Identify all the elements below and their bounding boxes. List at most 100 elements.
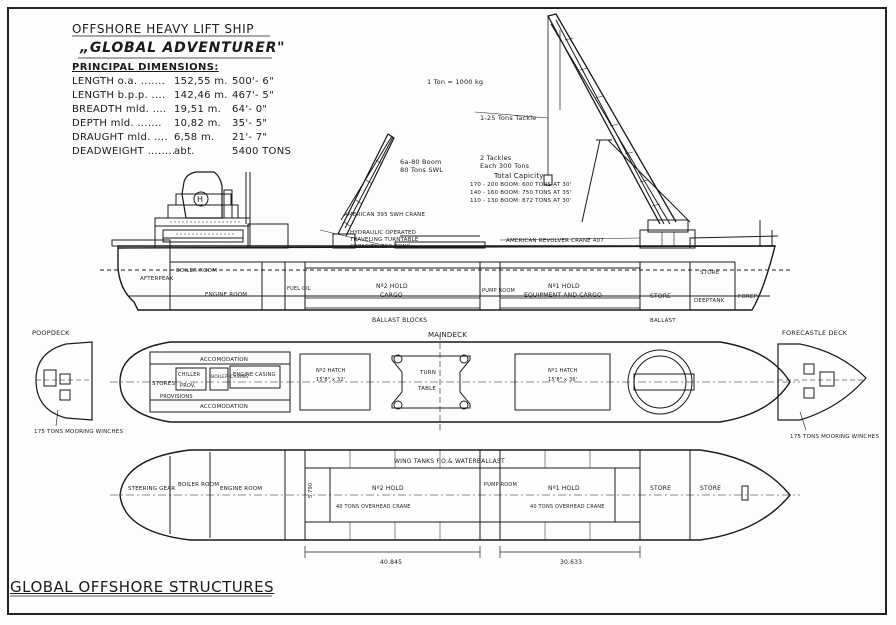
hydraulic-label-3: CAPACITY: 250 TONS [350,244,411,250]
dimension-vertical: 5.790 [308,483,314,498]
cargo-label: CARGO [380,292,403,299]
dimension-imperial: 467'- 5" [232,90,274,101]
no1-hatch-dims: 15'8" x 36' [548,377,577,383]
american-395-label: AMERICAN 395 SWH CRANE [344,212,425,218]
ship-type-title: OFFSHORE HEAVY LIFT SHIP [72,22,255,36]
engine-casing-label: ENGINE CASING [233,372,276,378]
dimension-left: 40.845 [380,559,402,566]
dimension-label: DEADWEIGHT ........ [72,146,176,157]
funnel-mark: H [197,195,203,204]
ballast-label: BALLAST [650,318,676,324]
poopdeck-plan [35,341,93,427]
mooring-fwd-label: 175 TONS MOORING WINCHES [790,434,879,440]
no2-hold-plan-label: Nº2 HOLD [372,485,404,492]
pump-plan-label: PUMP ROOM [484,482,517,488]
wing-tanks-label: WING TANKS F.O.& WATERBALLAST [394,458,505,465]
dimension-metric: 19,51 m. [174,104,222,115]
boiler-casing-label: BOILER CASING [211,374,249,380]
no1-hold-label: Nº1 HOLD [548,283,580,290]
dimension-label: DEPTH mld. ....... [72,118,162,129]
dimension-metric: abt. [174,146,195,157]
forecastle-plan [777,343,867,431]
engine-room-label: ENGINE ROOM [205,292,247,298]
hydraulic-label-1: HYDRAULIC OPERATED [350,230,416,236]
dimension-label: LENGTH b.p.p. .... [72,90,166,101]
hull-profile [117,245,776,311]
tanktop-plan [110,449,800,558]
steering-label: STEERING GEAR [128,486,175,492]
prov-label: PROV. [180,383,196,389]
turntable-label-2: TABLE [417,386,436,392]
overhead-crane-2-label: 40 TONS OVERHEAD CRANE [336,504,411,510]
dimension-metric: 6,58 m. [174,132,215,143]
superstructure [154,171,289,249]
boom-note-1: 6a-80 Boom [400,158,442,166]
hydraulic-label-2: TRAVELING TURNTABLE [349,237,419,243]
dimensions-heading: PRINCIPAL DIMENSIONS: [72,62,219,73]
accomodation-top-label: ACCOMODATION [200,357,248,363]
dimension-imperial: 5400 TONS [232,146,292,157]
dimension-metric: 152,55 m. [174,76,228,87]
overhead-crane-1-label: 40 TONS OVERHEAD CRANE [530,504,605,510]
maindeck-plan [110,334,800,430]
revolver-label: AMERICAN REVOLVER CRANE 407 [506,238,604,244]
tackles-note-2: Each 300 Tons [480,162,530,170]
boiler-room-label: BOILER ROOM [176,268,217,274]
capacity-row: 170 - 200 BOOM: 600 TONS AT 30' [470,182,571,188]
ship-name-title: „GLOBAL ADVENTURER" [80,40,286,56]
dimension-label: DRAUGHT mld. .... [72,132,168,143]
pump-room-label: PUMP ROOM [482,288,515,294]
accomodation-bottom-label: ACCOMODATION [200,404,248,410]
sheet-frame [7,7,887,615]
fuel-oil-label: FUEL OIL [287,286,311,292]
equipment-cargo-label: EQUIPMENT AND CARGO [524,292,602,299]
maindeck-label: MAINDECK [428,331,467,339]
capacity-row: 110 - 130 BOOM: 872 TONS AT 30' [470,198,571,204]
dimension-imperial: 21'- 7" [232,132,268,143]
stores-label: STORES [152,381,175,387]
turntable-profile [394,235,486,249]
store-plan-1-label: STORE [650,485,671,492]
dimension-imperial: 64'- 0" [232,104,268,115]
main-crane [543,13,696,249]
turntable-label-1: TURN [419,370,436,376]
funnel [181,171,223,219]
provisions-label: PROVISIONS [160,394,193,400]
dimension-label: BREADTH mld. .... [72,104,167,115]
funnel-emblem [193,191,209,207]
dimension-label: LENGTH o.a. ....... [72,76,166,87]
store-label: STORE [650,293,671,300]
capacity-row: 140 - 160 BOOM: 750 TONS AT 35' [470,190,571,196]
mooring-aft-label: 175 TONS MOORING WINCHES [34,429,123,435]
dimension-imperial: 500'- 6" [232,76,274,87]
boom-note-2: 80 Tons SWL [400,166,443,174]
turntable-plan [391,355,471,409]
dimension-imperial: 35'- 5" [232,118,268,129]
ton-note: 1 Ton = 1000 kg [427,78,483,86]
no1-hatch-label: Nº1 HATCH [548,368,578,374]
dimension-right: 30.633 [560,559,582,566]
tackle-note: 1-25 Tons Tackle [480,114,536,122]
deeptank-label: DEEPTANK [694,298,725,304]
total-capacity: Total Capicity [493,172,544,180]
company-footer: GLOBAL OFFSHORE STRUCTURES [10,578,275,596]
no2-hold-label: Nº2 HOLD [376,283,408,290]
dimension-metric: 142,46 m. [174,90,228,101]
no2-hatch-dims: 15'8" x 32' [316,377,345,383]
store-2-label: STORE [700,270,720,276]
boiler-plan-label: BOILER ROOM [178,482,219,488]
store-plan-2-label: STORE [700,485,721,492]
aftpeak-label: AFTERPEAK [140,276,174,282]
poopdeck-label: POOPDECK [32,329,70,337]
engine-plan-label: ENGINE ROOM [220,486,262,492]
ballast-blocks-label: BALLAST BLOCKS [372,317,427,324]
chiller-label: CHILLER [178,372,201,378]
no1-hold-plan-label: Nº1 HOLD [548,485,580,492]
dimension-metric: 10,82 m. [174,118,222,129]
no2-hatch-label: Nº2 HATCH [316,368,346,374]
forepeak-label: FOREP [738,294,758,300]
aft-crane [332,133,395,249]
forecastle-label: FORECASTLE DECK [782,329,848,337]
